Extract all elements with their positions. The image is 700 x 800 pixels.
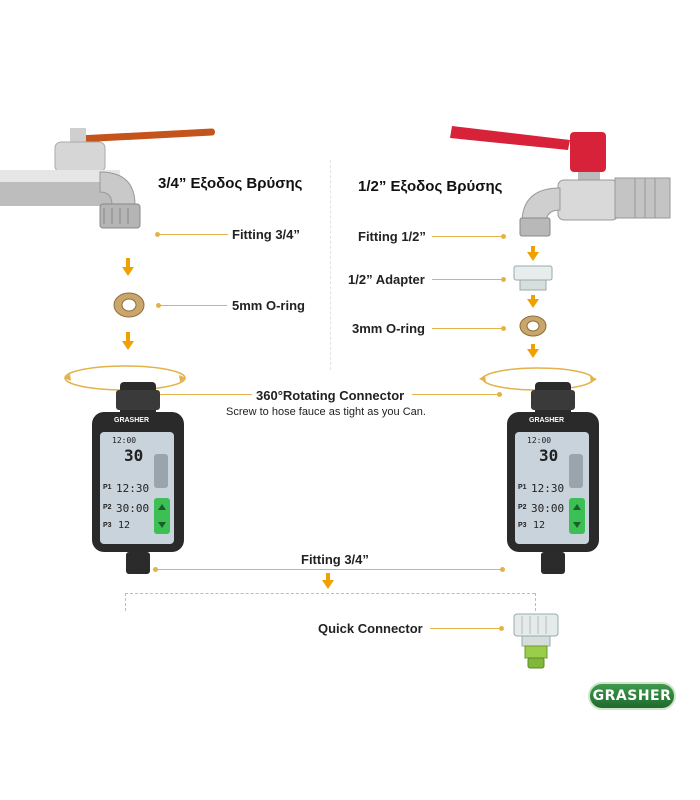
left-fitting-line [158, 234, 228, 235]
right-device-brand: GRASHER [529, 417, 565, 424]
left-device-p3: P3 [103, 522, 112, 529]
right-adapter-dot [501, 277, 506, 282]
right-fitting-dot [501, 234, 506, 239]
right-device-p1: P1 [518, 484, 527, 491]
left-device-time: 12:00 [112, 436, 137, 445]
connector-label: 360°Rotating Connector [256, 388, 405, 403]
quick-bracket-left [125, 593, 126, 611]
right-title: 1/2” Εξοδος Βρύσης [358, 178, 503, 195]
left-oring-label: 5mm O-ring [232, 298, 305, 313]
connector-right-line [412, 394, 498, 395]
left-arrow-2 [122, 341, 134, 350]
bottom-left-dot [153, 567, 158, 572]
bottom-fitting-label: Fitting 3/4” [298, 552, 372, 567]
quick-connector-dot [499, 626, 504, 631]
bottom-right-dot [500, 567, 505, 572]
right-oring-label: 3mm O-ring [352, 321, 425, 336]
right-arrow-2 [527, 299, 539, 308]
quick-connector-line [430, 628, 500, 629]
right-device-big-number: 30 [539, 446, 559, 465]
right-device-time: 12:00 [527, 436, 552, 445]
right-oring-line [432, 328, 502, 329]
right-adapter-image [513, 265, 553, 291]
right-oring-dot [501, 326, 506, 331]
right-adapter-line [432, 279, 502, 280]
quick-bracket-top [125, 593, 535, 594]
left-arrow-1-stem [126, 258, 130, 268]
right-device-duration: 30:00 [531, 502, 565, 515]
right-adapter-label: 1/2” Adapter [348, 272, 425, 287]
left-device-interval: 12 [118, 520, 131, 531]
quick-bracket-right [535, 593, 536, 611]
left-device-brand: GRASHER [114, 417, 150, 424]
center-divider [330, 160, 331, 370]
left-oring-dot [156, 303, 161, 308]
bottom-arrow [322, 580, 334, 589]
right-timer-device: GRASHER 12:00 30 P1 12:30 P2 30:00 P3 12 [503, 372, 603, 574]
left-faucet-image [0, 128, 215, 229]
right-fitting-line [432, 236, 502, 237]
left-device-duration: 30:00 [116, 502, 150, 515]
left-arrow-2-stem [126, 332, 130, 342]
left-oring-line [159, 305, 227, 306]
right-arrow-1 [527, 252, 539, 261]
right-fitting-label: Fitting 1/2” [358, 229, 426, 244]
right-arrow-1-stem [531, 246, 535, 253]
right-device-p3: P3 [518, 522, 527, 529]
left-fitting-label: Fitting 3/4” [232, 227, 300, 242]
quick-connector-image [513, 613, 559, 669]
bottom-arrow-stem [326, 573, 330, 581]
left-arrow-1 [122, 267, 134, 276]
connector-left-line [152, 394, 252, 395]
left-timer-device: GRASHER 12:00 30 P1 12:30 P2 30:00 P3 12 [88, 372, 188, 574]
left-device-p1: P1 [103, 484, 112, 491]
left-device-big-number: 30 [124, 446, 144, 465]
grasher-logo: GRASHER [588, 682, 676, 710]
left-fitting-dot [155, 232, 160, 237]
left-device-start-time: 12:30 [116, 482, 150, 495]
right-oring-image [519, 315, 547, 337]
connector-right-dot [497, 392, 502, 397]
right-device-start-time: 12:30 [531, 482, 565, 495]
quick-connector-label: Quick Connector [318, 621, 423, 636]
right-faucet-image [450, 126, 671, 237]
right-device-interval: 12 [533, 520, 546, 531]
left-device-p2: P2 [103, 504, 112, 511]
right-arrow-3-stem [531, 344, 535, 350]
bottom-fitting-line [156, 569, 501, 570]
left-oring-image [113, 292, 145, 318]
connector-instruction: Screw to hose fauce as tight as you Can. [226, 406, 426, 418]
left-title: 3/4” Εξοδος Βρύσης [158, 175, 303, 192]
right-arrow-3 [527, 349, 539, 358]
right-device-p2: P2 [518, 504, 527, 511]
right-arrow-2-stem [531, 295, 535, 300]
